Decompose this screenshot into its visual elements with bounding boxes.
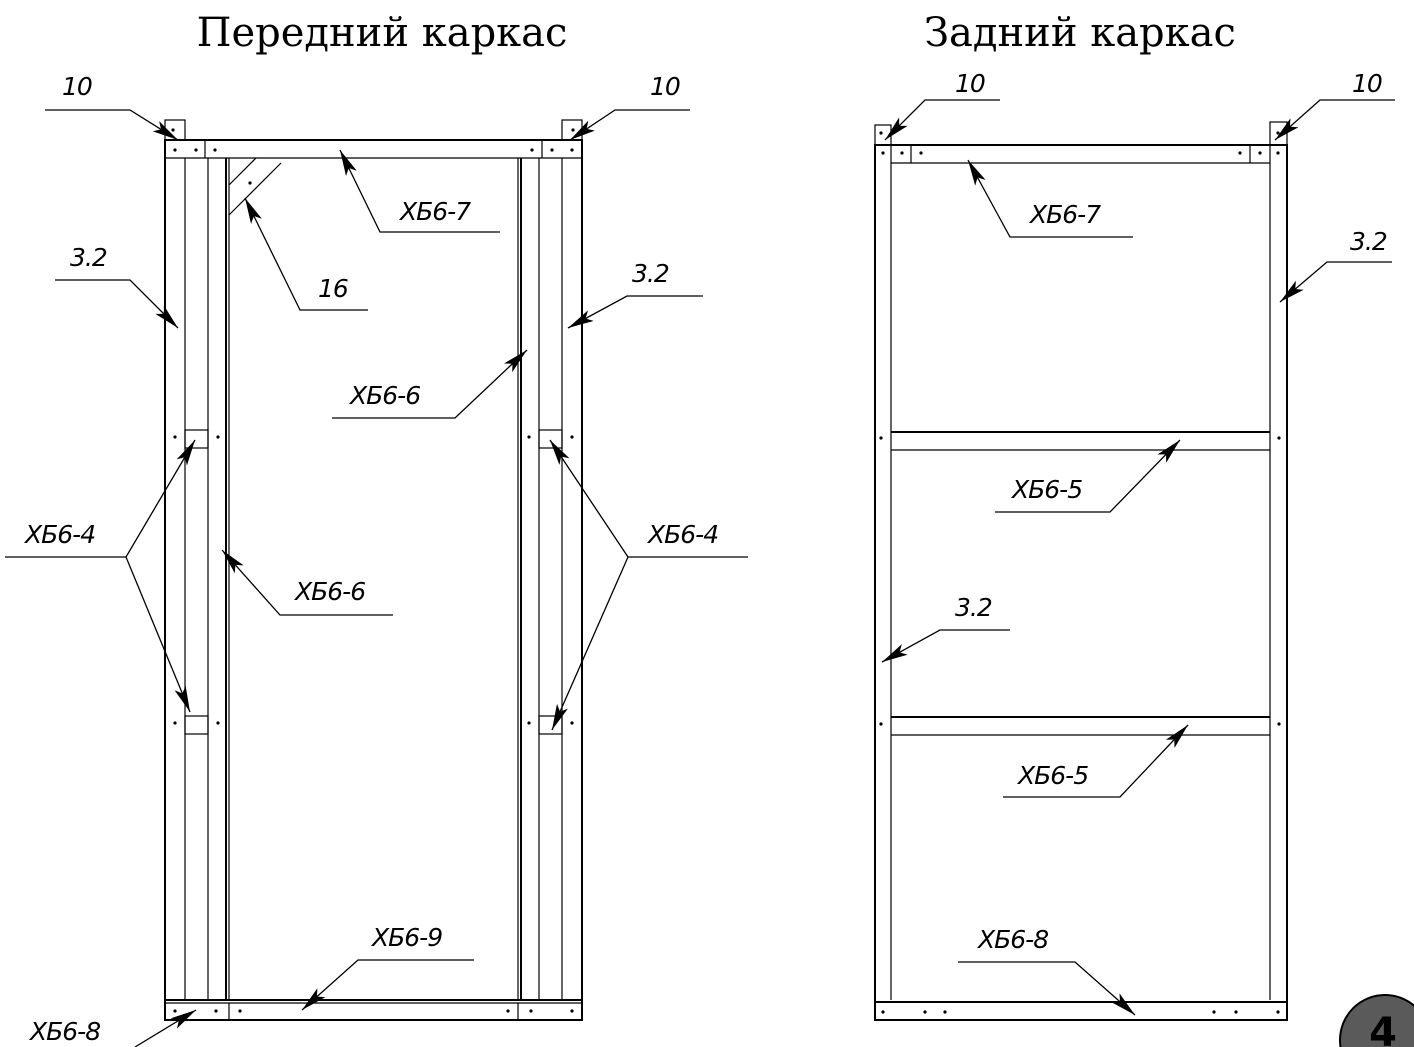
rear-label-top-bar: ХБ6-7: [1028, 200, 1101, 229]
rear-label-side-left: 3.2: [955, 593, 992, 622]
rear-label-bottom-bar: ХБ6-8: [976, 925, 1048, 954]
rear-label-top-left: 10: [955, 69, 985, 98]
front-label-top-left: 10: [62, 72, 92, 101]
front-top-left-bracket: [164, 119, 186, 141]
page-number: 4: [1369, 1010, 1397, 1047]
front-label-inner-left: ХБ6-6: [293, 577, 365, 606]
rear-bolt-points: [879, 131, 1281, 1014]
rear-label-side-right: 3.2: [1350, 227, 1387, 256]
rear-label-top-right: 10: [1352, 69, 1382, 98]
rear-top-left-bracket: [874, 124, 892, 146]
front-frame-drawing: [164, 119, 583, 1021]
rear-leaders: [881, 99, 1395, 1016]
front-label-inner-right: ХБ6-6: [348, 381, 420, 410]
front-label-side-left: 3.2: [70, 243, 107, 272]
front-label-cross-right: ХБ6-4: [646, 520, 718, 549]
front-leaders: [5, 109, 748, 1047]
rear-outer-outline: [874, 144, 1288, 1021]
front-label-top-right: 10: [650, 72, 680, 101]
front-label-bottom-bar: ХБ6-9: [370, 923, 442, 952]
front-label-side-right: 3.2: [632, 259, 669, 288]
front-label-brace: 16: [318, 274, 348, 303]
front-bolt-points: [171, 128, 575, 1013]
front-outer-outline: [164, 139, 583, 1021]
rear-frame-title: Задний каркас: [924, 10, 1236, 56]
page-number-badge: 4: [1339, 994, 1414, 1047]
rear-label-shelf-upper: ХБ6-5: [1010, 475, 1082, 504]
front-label-top-bar: ХБ6-7: [398, 197, 471, 226]
front-frame-title: Передний каркас: [197, 10, 568, 56]
front-label-cross-left: ХБ6-4: [23, 520, 95, 549]
rear-frame-drawing: [874, 121, 1288, 1021]
rear-label-shelf-lower: ХБ6-5: [1016, 761, 1088, 790]
front-label-bottom-left: ХБ6-8: [28, 1017, 100, 1046]
